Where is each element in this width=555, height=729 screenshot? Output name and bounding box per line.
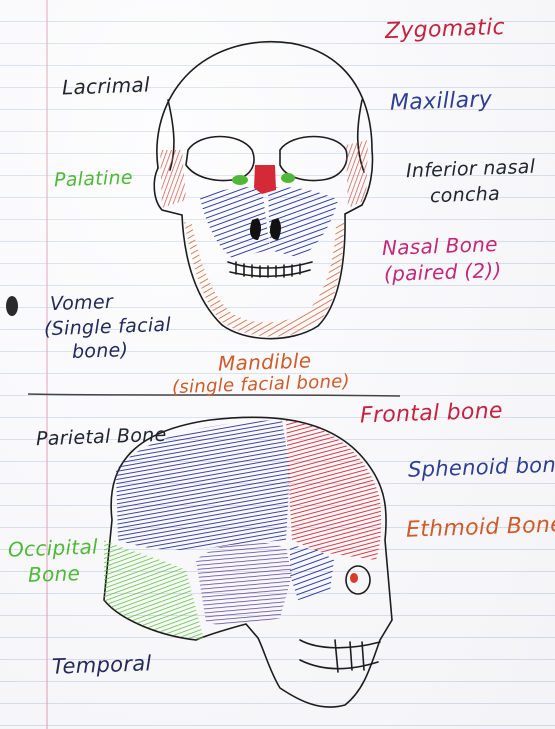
zygomatic-shading — [160, 150, 186, 208]
label-frontal: Frontal bone — [360, 400, 504, 428]
label-ethmoid: Ethmoid Bone — [406, 513, 555, 542]
label-temporal: Temporal — [52, 652, 152, 678]
label-maxillary: Maxillary — [390, 88, 493, 115]
frontal-shading — [286, 420, 381, 560]
label-vomer-3: bone) — [72, 341, 129, 363]
occipital-shading — [104, 540, 204, 640]
label-inferior-nasal-2: concha — [430, 185, 501, 207]
label-sphenoid: Sphenoid bone — [408, 453, 555, 481]
label-mandible-1: Mandible — [218, 350, 312, 374]
label-lacrimal: Lacrimal — [62, 74, 151, 98]
label-zygomatic: Zygomatic — [385, 16, 506, 43]
label-nasal-bone-1: Nasal Bone — [382, 234, 498, 259]
sphenoid-shading — [290, 545, 334, 600]
label-nasal-bone-2: (paired (2)) — [384, 260, 502, 285]
label-palatine: Palatine — [54, 169, 134, 192]
temporal-shading — [196, 542, 292, 625]
label-occipital-2: Bone — [28, 563, 81, 586]
label-vomer-1: Vomer — [50, 293, 114, 315]
nasal-shading — [254, 165, 276, 194]
label-occipital-1: Occipital — [8, 536, 99, 560]
